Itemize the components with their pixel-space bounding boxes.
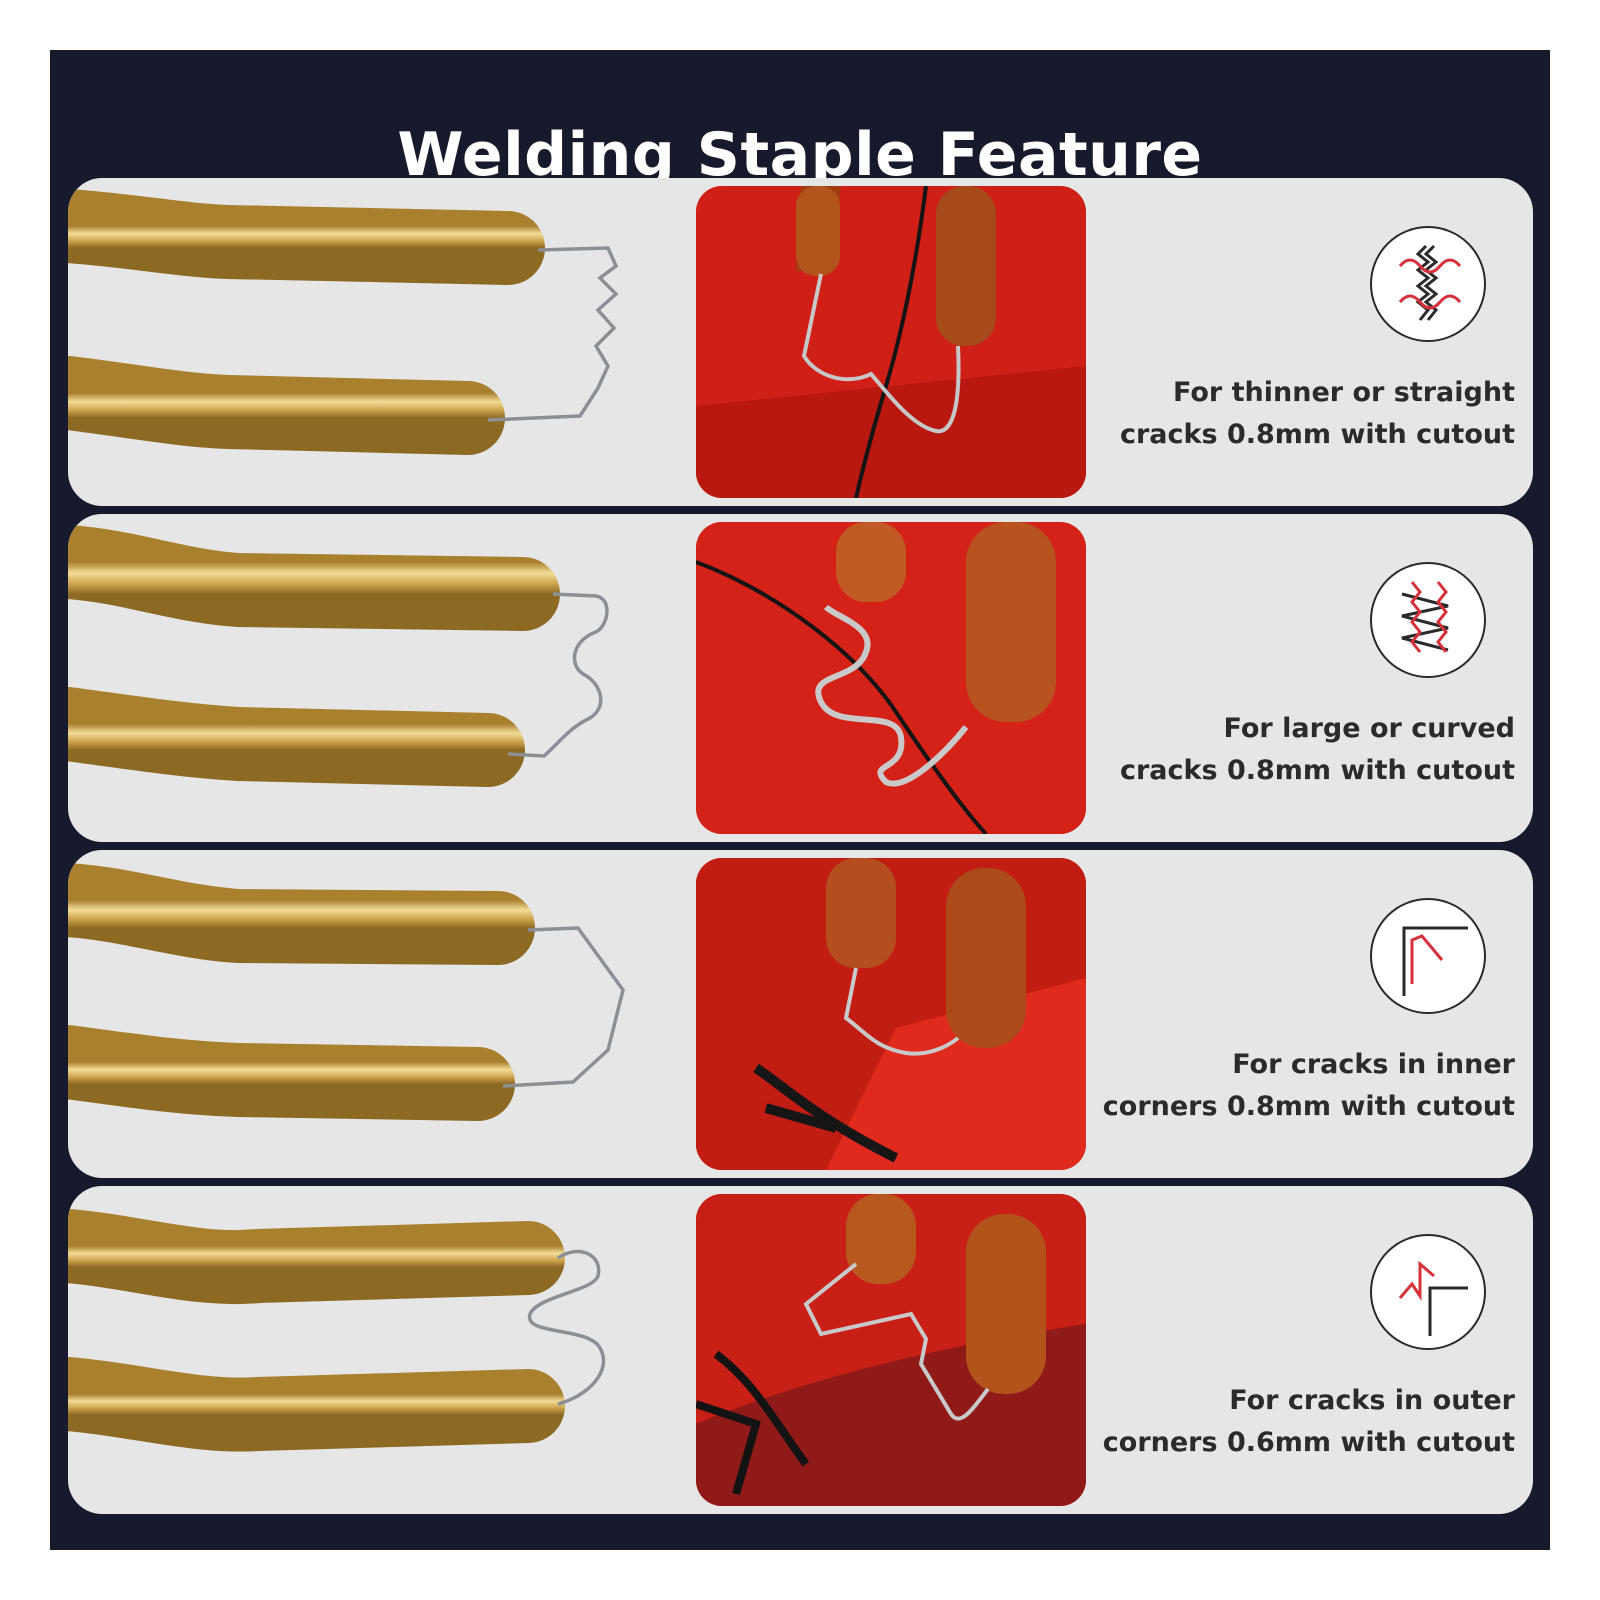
feature-card-inner-corners: For cracks in inner corners 0.8mm with c… [68, 850, 1533, 1178]
feature-panel: Welding Staple Feature [50, 50, 1550, 1550]
brass-tool-image [68, 189, 619, 455]
feature-caption: For large or curved cracks 0.8mm with cu… [1119, 713, 1515, 786]
wave-staple-icon [1370, 226, 1486, 342]
zigzag-staple-icon [1370, 562, 1486, 678]
crack-repair-photo [696, 1194, 1086, 1506]
feature-caption: For cracks in inner corners 0.8mm with c… [1102, 1049, 1515, 1122]
feature-card-curved-cracks: For large or curved cracks 0.8mm with cu… [68, 514, 1533, 842]
crack-repair-photo [696, 186, 1086, 498]
crack-repair-photo [696, 522, 1086, 834]
outer-corner-icon [1370, 1234, 1486, 1350]
feature-card-thin-cracks: For thinner or straight cracks 0.8mm wit… [68, 178, 1533, 506]
crack-repair-photo [696, 858, 1086, 1170]
feature-caption: For cracks in outer corners 0.6mm with c… [1102, 1385, 1515, 1458]
inner-corner-icon [1370, 898, 1486, 1014]
brass-tool-image [68, 525, 609, 787]
brass-tool-image [68, 1209, 606, 1452]
feature-card-outer-corners: For cracks in outer corners 0.6mm with c… [68, 1186, 1533, 1514]
feature-caption: For thinner or straight cracks 0.8mm wit… [1119, 377, 1515, 450]
brass-tool-image [68, 863, 625, 1121]
